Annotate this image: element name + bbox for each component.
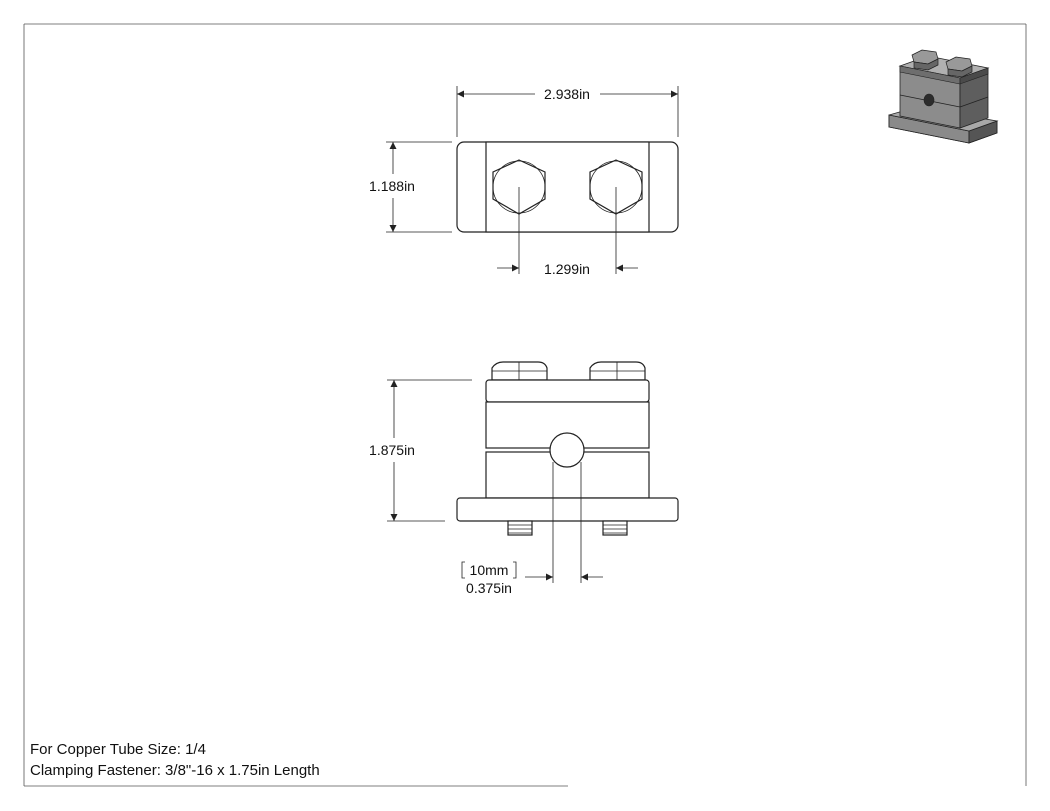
- front-height-dimension: 1.875in: [369, 379, 472, 522]
- front-view-cap-plate: [485, 379, 650, 403]
- top-width-label: 2.938in: [544, 86, 590, 102]
- front-view-nut-left: [491, 361, 548, 381]
- drawing-border: [23, 23, 1027, 787]
- bore-dimension: 10mm 0.375in: [461, 462, 603, 596]
- front-height-label: 1.875in: [369, 442, 415, 458]
- iso-bolt-left: [911, 49, 939, 71]
- bolt-spacing-dimension: 1.299in: [497, 187, 638, 277]
- bore-imperial-label: 0.375in: [466, 580, 512, 596]
- top-width-dimension: 2.938in: [456, 86, 679, 137]
- note-fastener: Clamping Fastener: 3/8"-16 x 1.75in Leng…: [30, 762, 320, 779]
- front-view-stud-right: [602, 520, 628, 536]
- front-view-base-plate: [456, 497, 679, 522]
- notes-block: For Copper Tube Size: 1/4 Clamping Faste…: [30, 741, 320, 779]
- bolt-spacing-label: 1.299in: [544, 261, 590, 277]
- front-view: 1.875in 10mm 0.375in: [369, 361, 679, 596]
- top-view: 2.938in 1.188in 1.299in: [369, 86, 679, 277]
- note-tube-size: For Copper Tube Size: 1/4: [30, 741, 206, 758]
- iso-bolt-right: [945, 56, 973, 78]
- front-view-tube-bore: [549, 432, 585, 468]
- top-height-dimension: 1.188in: [369, 141, 452, 233]
- top-height-label: 1.188in: [369, 178, 415, 194]
- isometric-view: [888, 49, 999, 144]
- front-view-nut-right: [589, 361, 646, 381]
- front-view-stud-left: [507, 520, 533, 536]
- bore-metric-label: 10mm: [470, 562, 509, 578]
